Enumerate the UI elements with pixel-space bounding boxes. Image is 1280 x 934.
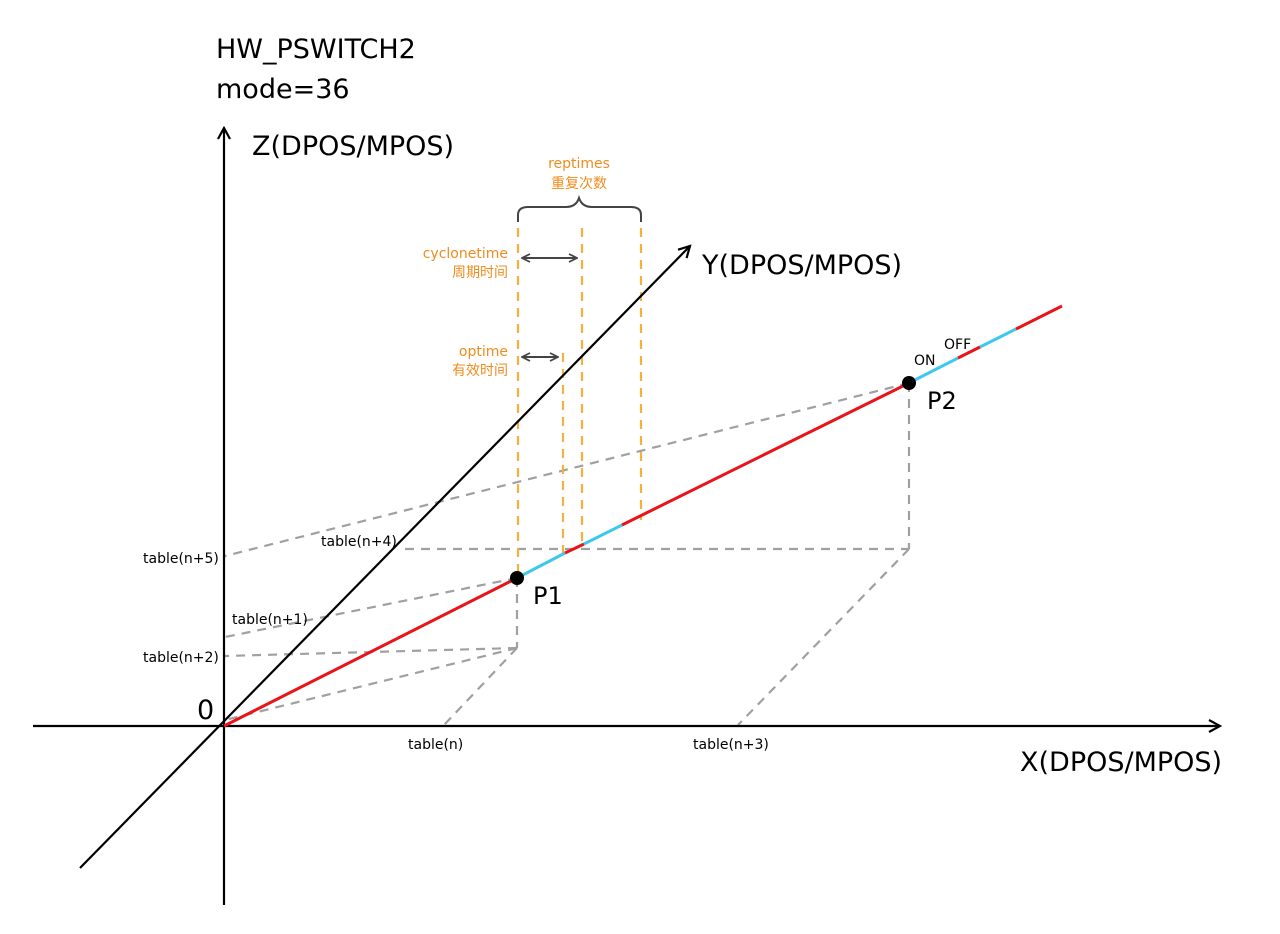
path-off-segment-1	[564, 542, 585, 555]
guide-p2base-to-table-n3	[737, 548, 910, 726]
path-off-segment-3	[957, 345, 981, 360]
point-p1	[510, 571, 524, 585]
axes	[33, 128, 1220, 905]
on-label: ON	[914, 353, 936, 369]
path-on-segment-4	[979, 327, 1017, 349]
projection-guides	[224, 381, 911, 726]
table-n1-label: table(n+1)	[232, 612, 308, 628]
motion-path	[223, 304, 1063, 728]
diagram-mode: mode=36	[216, 74, 350, 105]
guide-p1-to-n1	[224, 576, 518, 639]
timing-guides	[516, 228, 643, 578]
reptimes-label: reptimes	[548, 156, 610, 172]
guide-p2-to-n5	[224, 381, 910, 558]
path-on-segment-3	[908, 356, 959, 385]
table-n4-label: table(n+4)	[321, 534, 397, 550]
off-label: OFF	[944, 337, 971, 353]
table-n5-label: table(n+5)	[143, 551, 219, 567]
path-on-segment-2	[583, 523, 623, 546]
cyclonetime-cn-label: 周期时间	[452, 265, 508, 281]
p2-label: P2	[927, 387, 957, 415]
cyclonetime-label: cyclonetime	[423, 246, 508, 262]
p1-label: P1	[533, 582, 563, 610]
y-axis	[79, 246, 690, 869]
table-n-label: table(n)	[408, 737, 463, 753]
table-n3-label: table(n+3)	[693, 737, 769, 753]
path-on-segment-1	[516, 551, 566, 580]
guide-base-to-origin	[224, 646, 518, 722]
z-axis-label: Z(DPOS/MPOS)	[252, 131, 454, 162]
path-origin-to-p1	[223, 576, 518, 728]
reptimes-bracket	[517, 194, 642, 222]
origin-label: 0	[197, 695, 214, 726]
diagram-title: HW_PSWITCH2	[216, 34, 416, 65]
path-tail	[1015, 304, 1063, 331]
guide-base-to-table-n	[443, 647, 518, 726]
point-p2	[902, 376, 916, 390]
y-axis-label: Y(DPOS/MPOS)	[701, 250, 902, 281]
x-axis-label: X(DPOS/MPOS)	[1020, 747, 1222, 778]
optime-cn-label: 有效时间	[452, 363, 508, 379]
path-segment-to-p2	[621, 381, 910, 527]
optime-label: optime	[459, 344, 508, 360]
table-n2-label: table(n+2)	[143, 650, 219, 666]
reptimes-cn-label: 重复次数	[551, 175, 607, 192]
